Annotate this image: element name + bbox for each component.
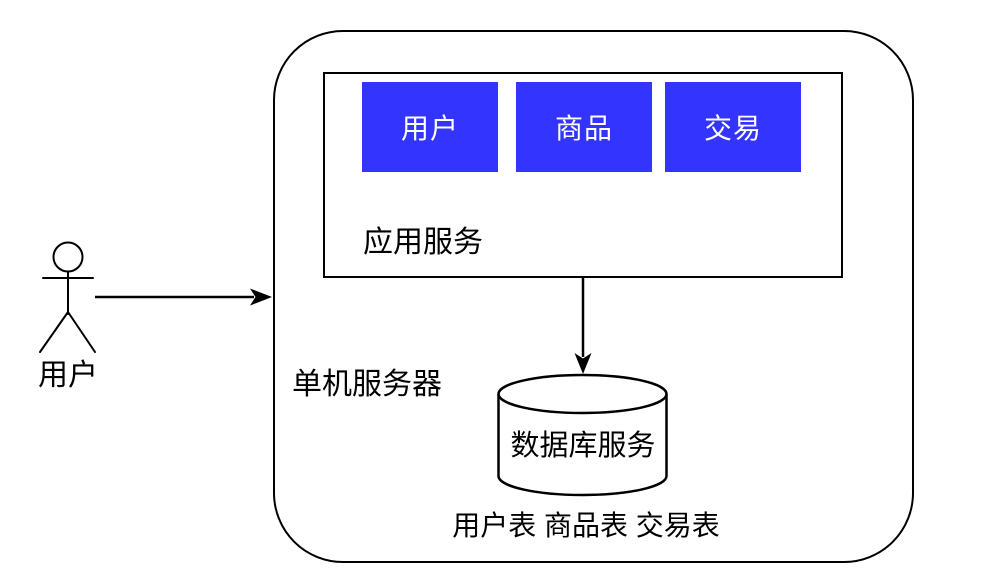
arrow-user-to-server-icon xyxy=(95,288,272,306)
actor-right-leg xyxy=(67,311,96,353)
module-product-label: 商品 xyxy=(554,113,613,144)
module-box-user: 用户 xyxy=(362,82,498,172)
actor-head xyxy=(52,241,84,273)
actor-label: 用户 xyxy=(38,359,98,392)
tables-label: 用户表 商品表 交易表 xyxy=(452,510,720,541)
module-box-product: 商品 xyxy=(516,82,652,172)
module-trade-label: 交易 xyxy=(703,113,762,144)
server-label: 单机服务器 xyxy=(292,368,442,401)
actor-icon xyxy=(39,241,96,353)
actor-left-leg xyxy=(39,311,69,353)
module-box-trade: 交易 xyxy=(665,82,801,172)
database-label: 数据库服务 xyxy=(510,430,656,462)
app-service-label: 应用服务 xyxy=(363,226,483,259)
module-user-label: 用户 xyxy=(400,113,459,144)
